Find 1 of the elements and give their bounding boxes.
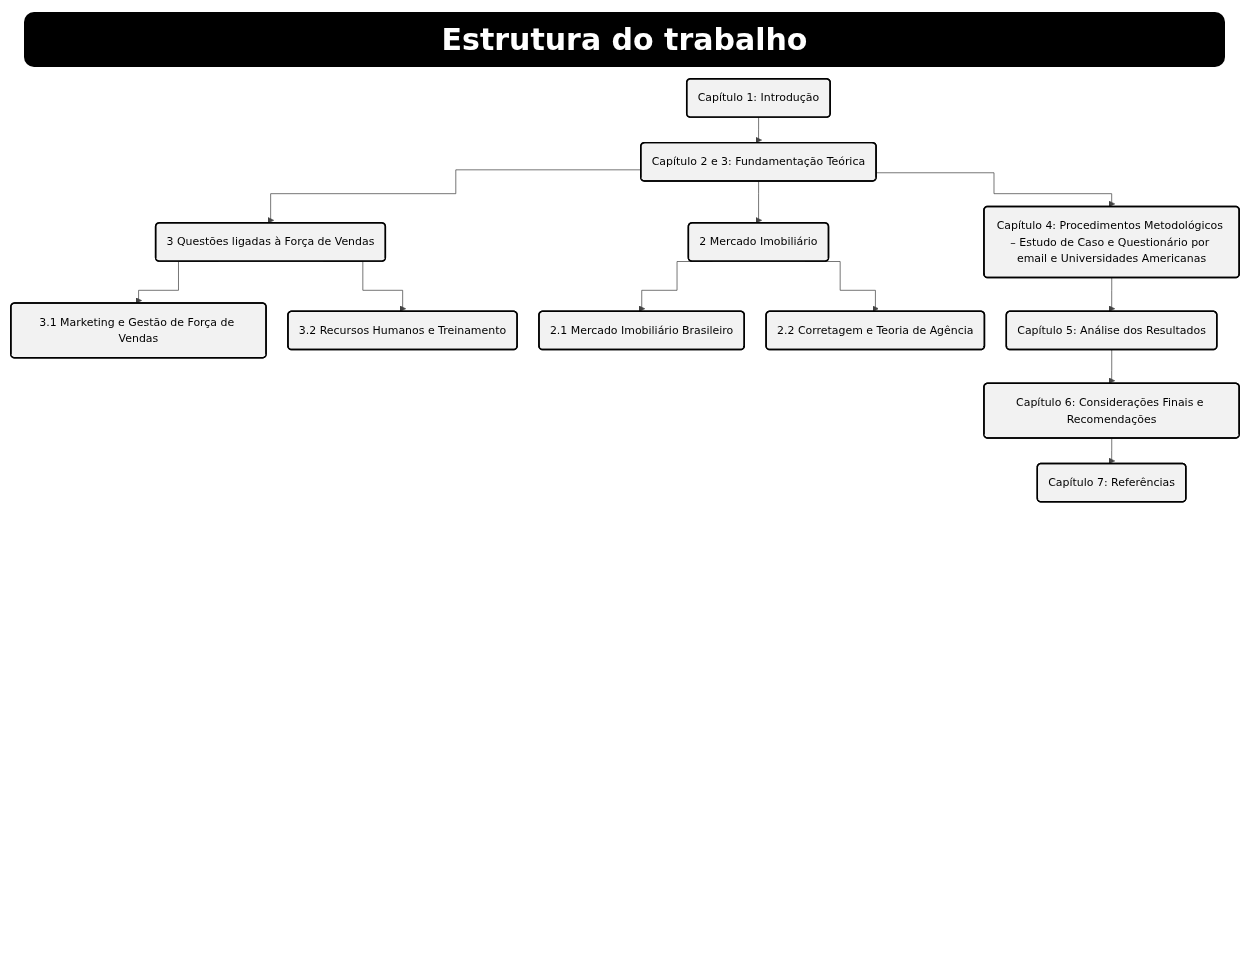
title-banner: Estrutura do trabalho [24,12,1225,67]
